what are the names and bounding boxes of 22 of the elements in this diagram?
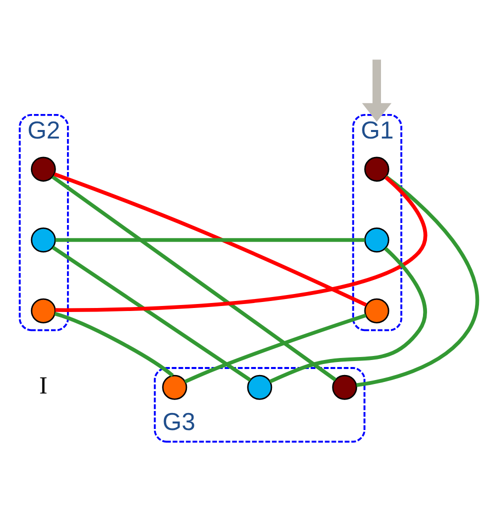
connector <box>52 175 336 382</box>
node-circle <box>332 374 358 400</box>
cluster: G3 <box>154 367 366 443</box>
connector <box>54 312 174 378</box>
connector <box>52 246 252 382</box>
node-circle <box>364 156 390 182</box>
connector <box>184 314 366 384</box>
node-circle <box>162 374 188 400</box>
node-circle <box>364 228 390 253</box>
label: I <box>39 372 48 400</box>
node-circle <box>30 298 56 324</box>
connector <box>54 172 367 307</box>
node-circle <box>30 228 56 253</box>
cluster: G2 <box>18 114 69 332</box>
connector <box>55 238 365 242</box>
node-circle <box>30 156 56 182</box>
connector <box>55 176 428 312</box>
cluster: G1 <box>352 114 402 332</box>
arrow <box>362 60 392 122</box>
node-circle <box>364 298 390 324</box>
node-circle <box>247 374 272 400</box>
connector <box>356 175 480 388</box>
